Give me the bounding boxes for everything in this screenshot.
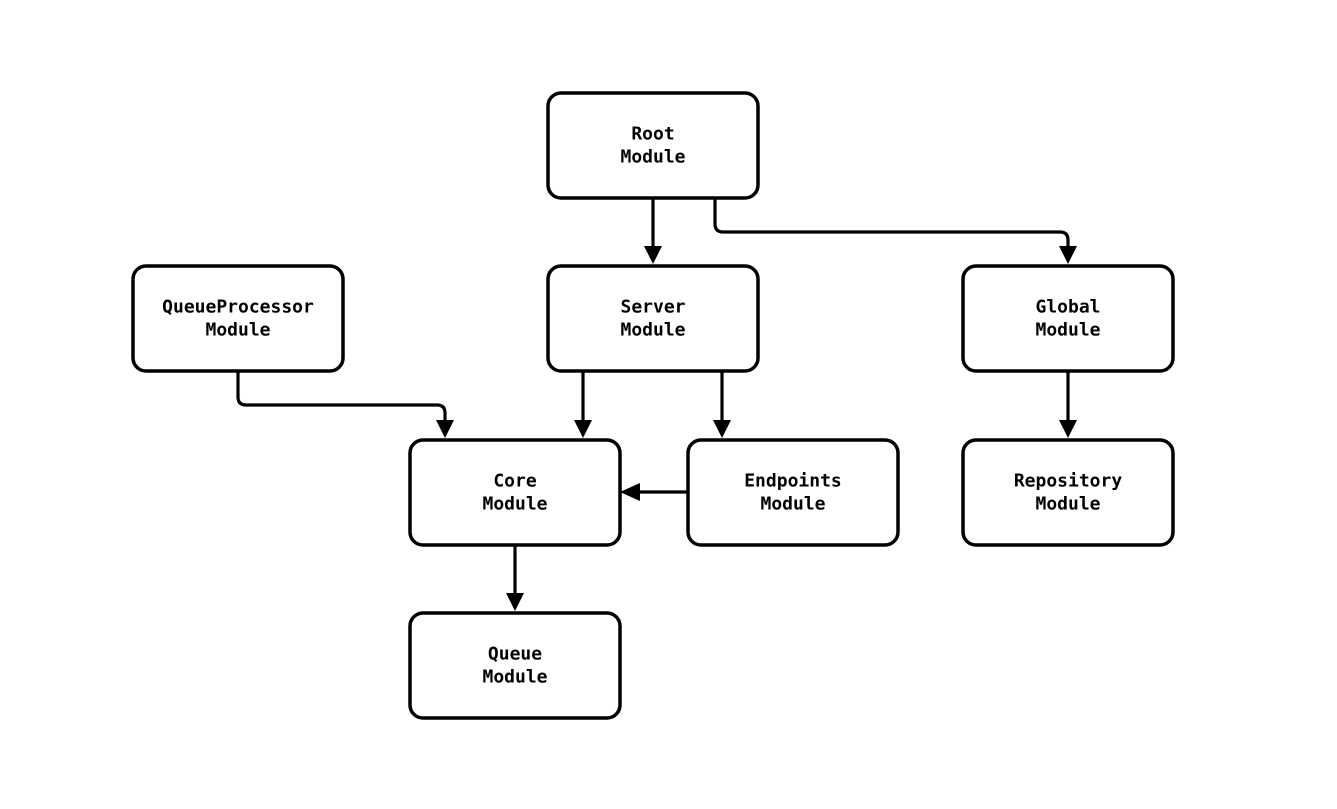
edge-global-to-repository bbox=[1059, 371, 1077, 438]
node-box-endpoints[interactable] bbox=[686, 438, 900, 547]
node-label-line1-global: Global bbox=[1035, 297, 1100, 318]
node-label-line2-endpoints: Module bbox=[760, 494, 825, 515]
node-label-line1-endpoints: Endpoints bbox=[744, 471, 842, 492]
edge-root-to-global bbox=[713, 198, 1077, 264]
node-box-global[interactable] bbox=[961, 264, 1175, 373]
node-box-queue[interactable] bbox=[408, 611, 622, 720]
edge-core-to-queue bbox=[506, 545, 524, 611]
arrowhead-server-to-endpoints bbox=[713, 420, 731, 438]
node-label-line2-repository: Module bbox=[1035, 494, 1100, 515]
edge-endpoints-to-core bbox=[620, 483, 688, 501]
node-box-server[interactable] bbox=[546, 264, 760, 373]
edge-root-to-server bbox=[644, 198, 662, 264]
arrowhead-queueprocessor-to-core bbox=[436, 420, 454, 438]
node-label-line1-core: Core bbox=[493, 471, 537, 492]
node-label-line1-root: Root bbox=[631, 124, 674, 145]
node-label-line1-repository: Repository bbox=[1014, 471, 1123, 492]
node-box-core[interactable] bbox=[408, 438, 622, 547]
node-label-line1-server: Server bbox=[620, 297, 685, 318]
edge-queueprocessor-to-core bbox=[236, 371, 454, 438]
node-label-line1-queue: Queue bbox=[488, 644, 542, 665]
arrowhead-endpoints-to-core bbox=[620, 483, 640, 501]
arrowhead-server-to-core bbox=[574, 420, 592, 438]
edge-line-queueprocessor-to-core bbox=[236, 371, 447, 420]
node-box-root[interactable] bbox=[546, 91, 760, 200]
node-layer: RootModuleQueueProcessorModuleServerModu… bbox=[131, 91, 1175, 720]
node-label-line2-core: Module bbox=[482, 494, 547, 515]
node-label-line2-root: Module bbox=[620, 147, 685, 168]
edge-server-to-core bbox=[574, 371, 592, 438]
node-label-line2-queueprocessor: Module bbox=[205, 320, 270, 341]
edge-line-root-to-global bbox=[713, 198, 1070, 246]
edge-server-to-endpoints bbox=[713, 371, 731, 438]
arrowhead-core-to-queue bbox=[506, 593, 524, 611]
node-label-line2-server: Module bbox=[620, 320, 685, 341]
arrowhead-global-to-repository bbox=[1059, 420, 1077, 438]
node-label-line2-queue: Module bbox=[482, 667, 547, 688]
edge-layer bbox=[236, 198, 1077, 611]
node-label-line2-global: Module bbox=[1035, 320, 1100, 341]
node-box-repository[interactable] bbox=[961, 438, 1175, 547]
arrowhead-root-to-server bbox=[644, 246, 662, 264]
arrowhead-root-to-global bbox=[1059, 246, 1077, 264]
node-box-queueprocessor[interactable] bbox=[131, 264, 345, 373]
node-label-line1-queueprocessor: QueueProcessor bbox=[162, 297, 314, 318]
